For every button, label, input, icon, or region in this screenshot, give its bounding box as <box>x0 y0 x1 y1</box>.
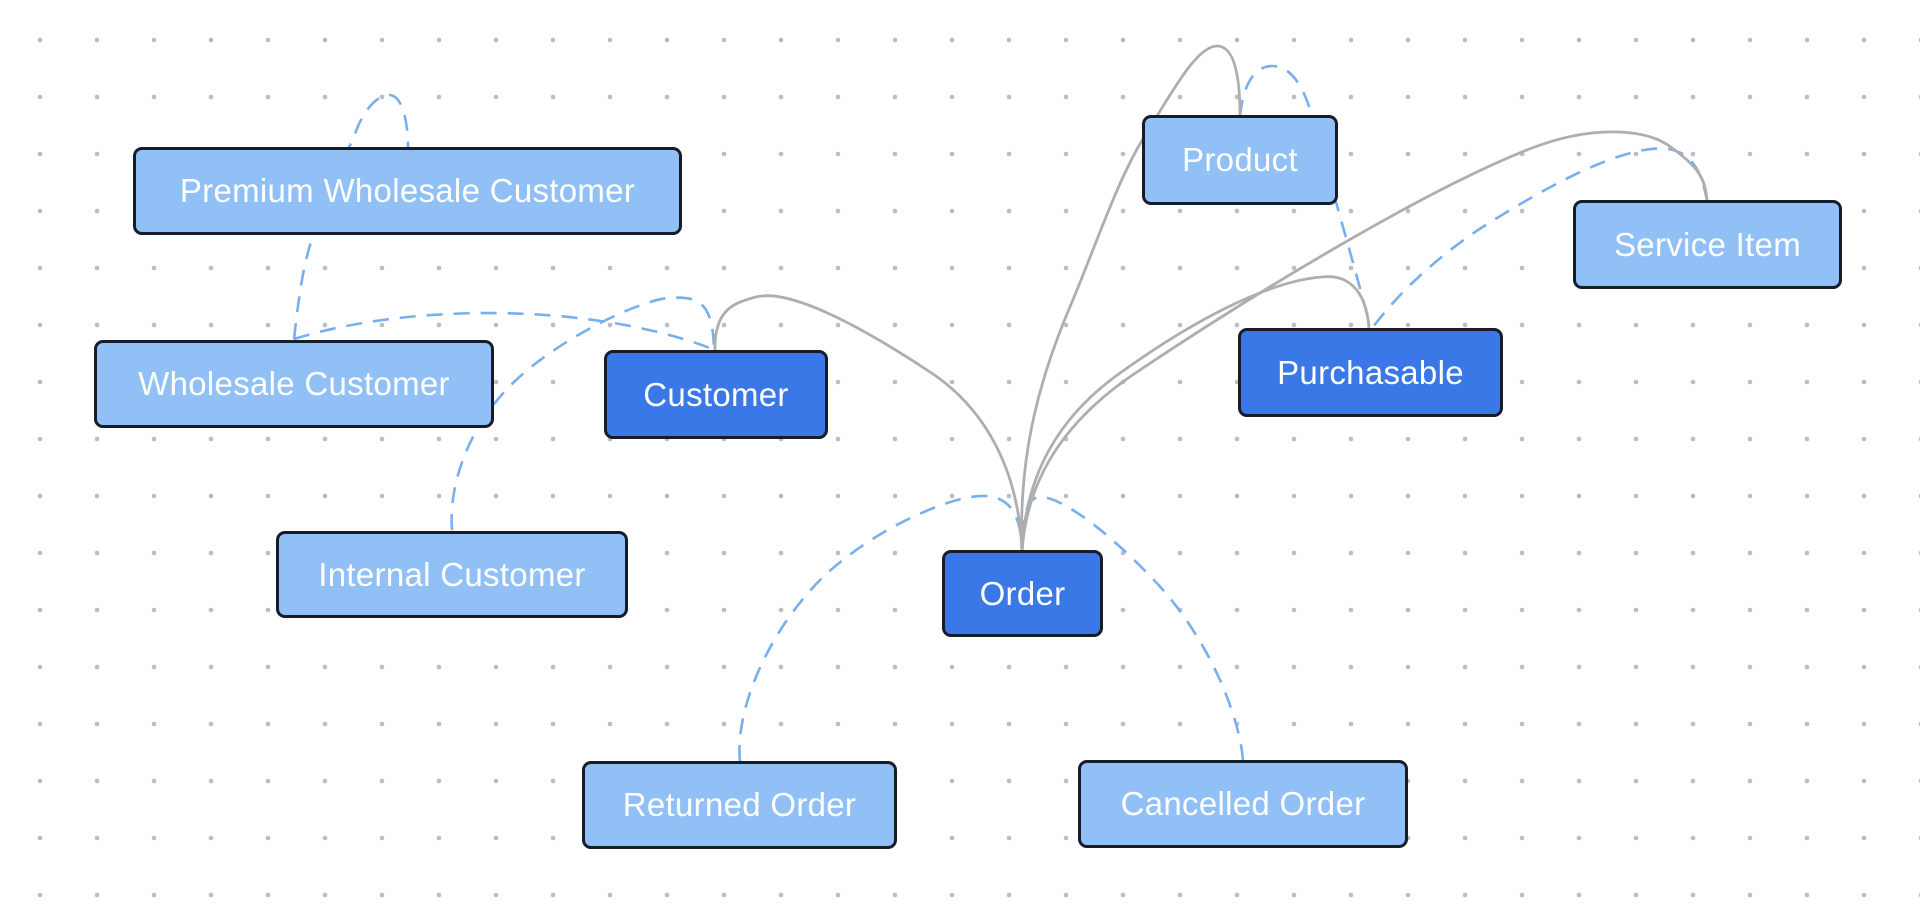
edge-service-item-to-purchasable[interactable] <box>1371 147 1709 328</box>
edge-product-to-purchasable[interactable] <box>1238 64 1372 327</box>
node-product[interactable]: Product <box>1142 115 1338 205</box>
edge-order-to-product[interactable] <box>1020 44 1242 553</box>
node-label-internal-customer: Internal Customer <box>318 555 586 593</box>
node-label-returned-order: Returned Order <box>622 786 857 823</box>
node-label-wholesale-customer: Wholesale Customer <box>138 365 450 402</box>
node-internal-customer[interactable]: Internal Customer <box>276 531 628 618</box>
node-label-order: Order <box>979 574 1066 612</box>
node-label-premium-wholesale-customer: Premium Wholesale Customer <box>179 172 636 209</box>
edge-returned-order-to-order[interactable] <box>738 494 1024 762</box>
edge-order-to-purchasable[interactable] <box>1020 275 1371 553</box>
node-returned-order[interactable]: Returned Order <box>582 761 897 849</box>
node-wholesale-customer[interactable]: Wholesale Customer <box>94 340 494 428</box>
node-cancelled-order[interactable]: Cancelled Order <box>1078 760 1408 848</box>
node-premium-wholesale-customer[interactable]: Premium Wholesale Customer <box>133 147 682 235</box>
node-label-purchasable: Purchasable <box>1277 353 1464 391</box>
node-purchasable[interactable]: Purchasable <box>1238 328 1503 417</box>
node-label-cancelled-order: Cancelled Order <box>1120 785 1366 822</box>
node-label-customer: Customer <box>643 375 789 413</box>
node-order[interactable]: Order <box>942 550 1103 637</box>
node-customer[interactable]: Customer <box>604 350 828 439</box>
edge-order-to-customer[interactable] <box>713 294 1024 553</box>
node-label-product: Product <box>1182 141 1298 178</box>
node-label-service-item: Service Item <box>1614 225 1801 263</box>
node-service-item[interactable]: Service Item <box>1573 200 1842 289</box>
edge-premium-wholesale-customer-to-wholesale-customer[interactable] <box>292 93 410 340</box>
edge-order-to-service-item[interactable] <box>1020 130 1709 553</box>
